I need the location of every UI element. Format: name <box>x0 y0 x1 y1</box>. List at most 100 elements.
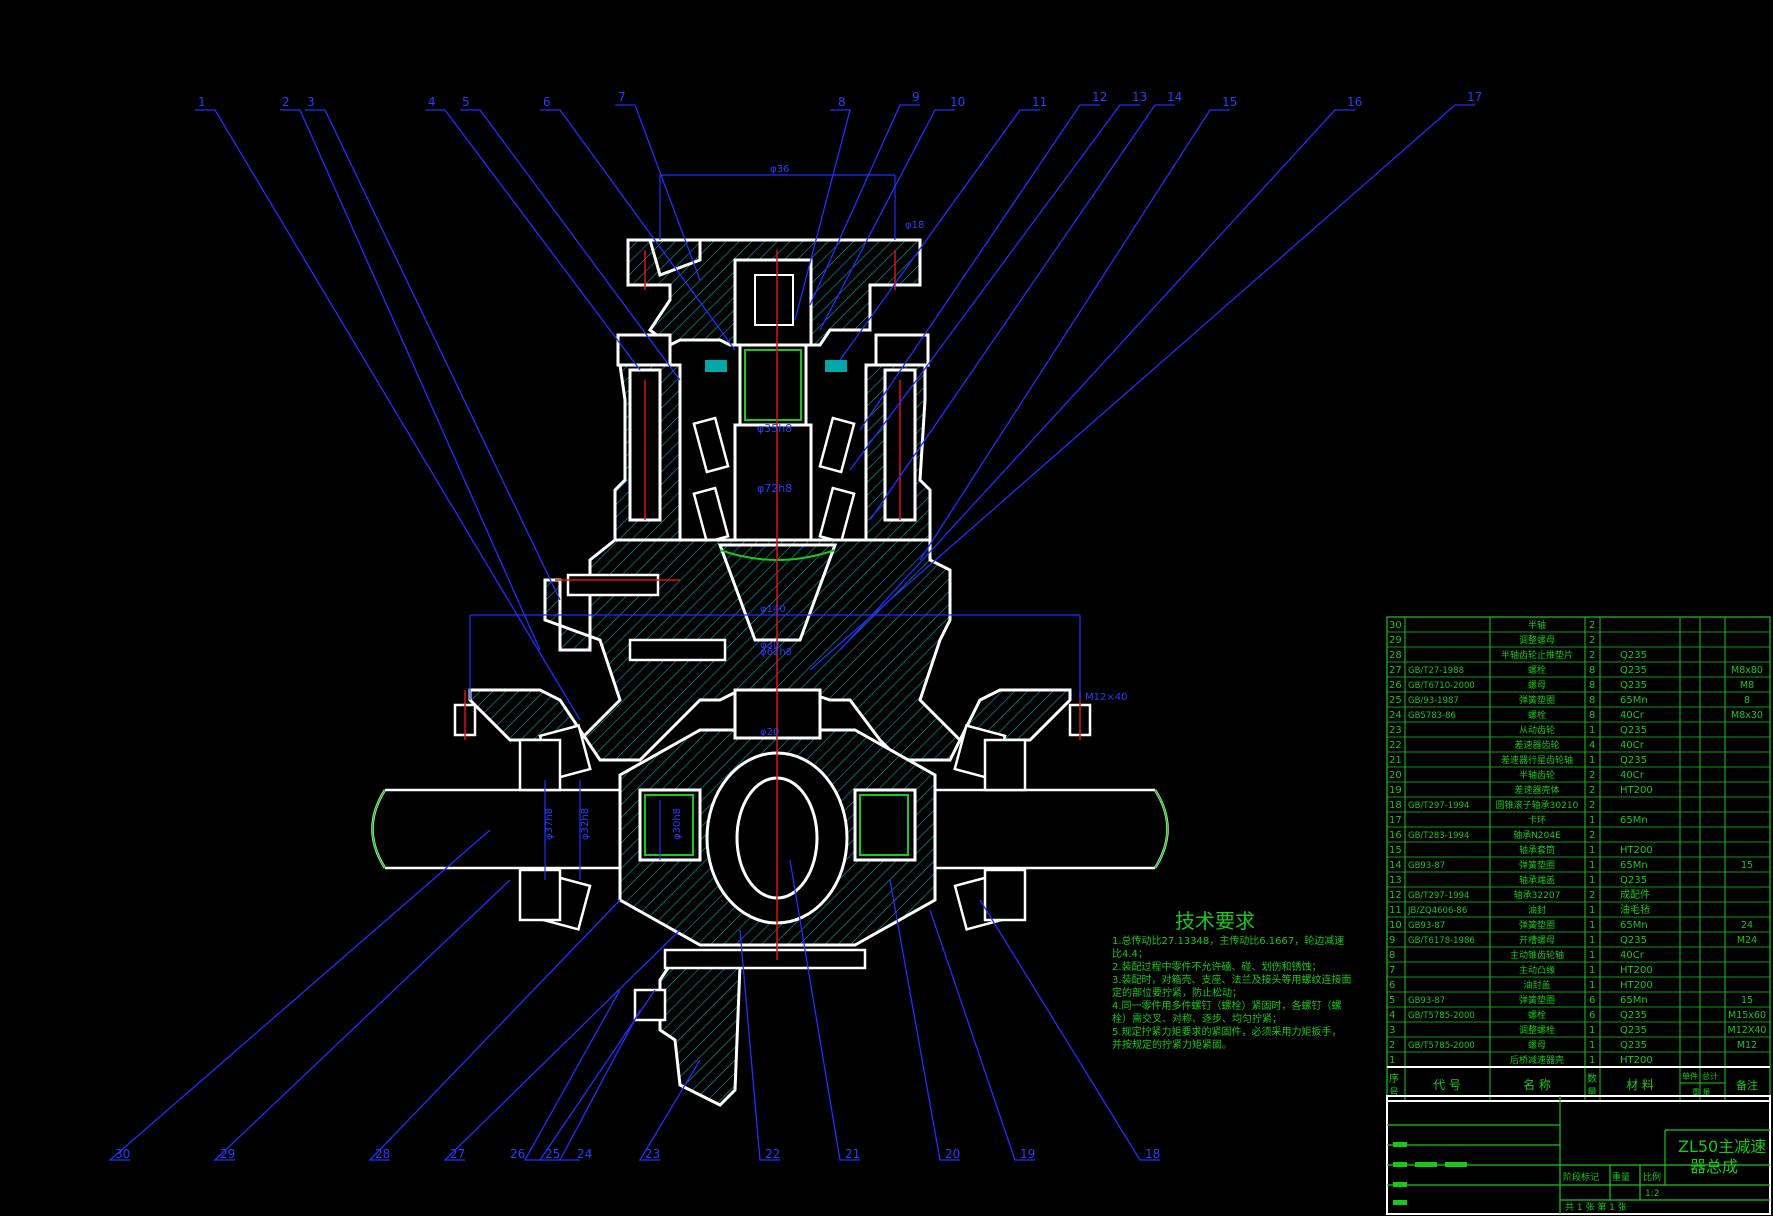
bom-code: GB/T27-1988 <box>1408 666 1464 676</box>
bom-note: M24 <box>1737 935 1757 946</box>
balloon-8: 8 <box>838 95 846 109</box>
dim-text: φ30h8 <box>672 808 683 840</box>
bom-code: GB93-87 <box>1408 861 1445 871</box>
bom-name: 从动齿轮 <box>1519 724 1555 736</box>
balloon-15: 15 <box>1222 95 1237 109</box>
bom-material: Q235 <box>1620 725 1647 736</box>
bom-qty: 4 <box>1589 740 1595 751</box>
bom-qty: 1 <box>1589 950 1595 961</box>
bom-header-code: 代 号 <box>1433 1078 1461 1092</box>
bom-no: 14 <box>1389 860 1402 871</box>
bom-material: Q235 <box>1620 680 1647 691</box>
bom-qty: 1 <box>1589 920 1595 931</box>
bom-code: GB5783-86 <box>1408 711 1456 721</box>
left-half-shaft <box>371 788 640 870</box>
bom-material: Q235 <box>1620 875 1647 886</box>
bom-name: 后桥减速器壳 <box>1510 1054 1564 1066</box>
bom-name: 半轴齿轮止推垫片 <box>1501 649 1573 661</box>
bom-name: 轴承套筒 <box>1519 844 1555 856</box>
bom-no: 9 <box>1389 935 1395 946</box>
bom-no: 3 <box>1389 1025 1395 1036</box>
tech-line: 2.装配过程中零件不允许磕、碰、划伤和锈蚀； <box>1112 960 1322 973</box>
balloon-labels: 1 2 3 4 5 6 7 8 9 10 11 12 13 14 15 16 1… <box>115 90 1482 1161</box>
scale-value: 1:2 <box>1645 1189 1659 1199</box>
bom-header-unit: 单件 <box>1682 1071 1698 1081</box>
bom-name: 半轴齿轮 <box>1519 769 1555 781</box>
technical-requirements: 技术要求 1.总传动比27.13348，主传动比6.1667，轮边减速 比4.4… <box>1112 909 1352 1051</box>
balloon-27: 27 <box>450 1147 465 1161</box>
bom-no: 8 <box>1389 950 1395 961</box>
balloon-24: 24 <box>577 1147 592 1161</box>
bom-name: 轴承端盖 <box>1519 874 1555 886</box>
bom-name: 调整螺栓 <box>1519 1024 1555 1036</box>
balloon-19: 19 <box>1020 1147 1035 1161</box>
bom-qty: 2 <box>1589 785 1595 796</box>
bom-header-qty-2: 量 <box>1587 1087 1597 1099</box>
bom-name: 半轴 <box>1528 619 1546 631</box>
bom-material: 40Cr <box>1620 770 1645 781</box>
bom-no: 29 <box>1389 635 1402 646</box>
bom-no: 15 <box>1389 845 1402 856</box>
bom-name: 油封盖 <box>1523 979 1550 991</box>
balloon-25: 25 <box>545 1147 560 1161</box>
bom-header-no-2: 号 <box>1389 1087 1399 1099</box>
bom-no: 6 <box>1389 980 1395 991</box>
balloon-7: 7 <box>618 90 626 104</box>
bom-no: 11 <box>1389 905 1402 916</box>
balloon-22: 22 <box>765 1147 780 1161</box>
bom-qty: 1 <box>1589 845 1595 856</box>
balloon-9: 9 <box>912 90 920 104</box>
bom-no: 5 <box>1389 995 1395 1006</box>
bom-no: 18 <box>1389 800 1402 811</box>
tech-line: 定的部位要拧紧，防止松动； <box>1112 986 1242 999</box>
bom-note: 8 <box>1744 695 1750 706</box>
bom-no: 25 <box>1389 695 1402 706</box>
bom-note: M8x80 <box>1731 665 1763 676</box>
bom-name: 螺栓 <box>1528 1009 1546 1021</box>
bom-qty: 1 <box>1589 1055 1595 1066</box>
balloon-14: 14 <box>1167 90 1182 104</box>
dim-text: φ62h8 <box>760 647 792 658</box>
scale-label: 比例 <box>1643 1171 1661 1183</box>
bom-name: 轴承32207 <box>1514 889 1561 901</box>
dim-text: φ18 <box>905 220 924 231</box>
bom-material: Q235 <box>1620 755 1647 766</box>
bom-qty: 8 <box>1589 710 1595 721</box>
balloon-26: 26 <box>510 1147 525 1161</box>
bom-qty: 1 <box>1589 725 1595 736</box>
bom-qty: 8 <box>1589 665 1595 676</box>
bom-header-note: 备注 <box>1736 1078 1758 1092</box>
bom-material: HT200 <box>1620 1055 1653 1066</box>
bom-no: 4 <box>1389 1010 1395 1021</box>
tech-line: 并按规定的拧紧力矩紧固。 <box>1112 1038 1232 1051</box>
bom-material: 65Mn <box>1620 860 1648 871</box>
bom-qty: 1 <box>1589 815 1595 826</box>
bom-material: 65Mn <box>1620 815 1648 826</box>
housing-bolts <box>616 333 930 522</box>
bom-no: 7 <box>1389 965 1395 976</box>
bom-code: GB/T5785-2000 <box>1408 1041 1475 1051</box>
bom-code: GB/T5785-2000 <box>1408 1011 1475 1021</box>
bom-qty: 1 <box>1589 935 1595 946</box>
bom-name: 差速器壳体 <box>1514 784 1559 796</box>
dim-text: φ72h8 <box>757 482 792 495</box>
drawing-title-line2: 器总成 <box>1690 1157 1738 1176</box>
section-view <box>371 174 1169 1107</box>
bom-material: 40Cr <box>1620 710 1645 721</box>
bom-name: 差速器齿轮 <box>1514 739 1559 751</box>
bom-material: HT200 <box>1620 845 1653 856</box>
bom-name: 开槽螺母 <box>1519 934 1555 946</box>
title-block: ZL50主减速 器总成 阶段标记 重量 比例 1:2 共 1 张 第 1 张 <box>1386 1095 1771 1215</box>
bom-name: 圆锥滚子轴承30210 <box>1496 799 1579 811</box>
side-bearings <box>518 724 1027 931</box>
bom-qty: 2 <box>1589 650 1595 661</box>
dim-text: φ36 <box>770 164 789 175</box>
bom-qty: 1 <box>1589 1025 1595 1036</box>
bom-code: GB93-87 <box>1408 996 1445 1006</box>
balloon-28: 28 <box>375 1147 390 1161</box>
bom-code: JB/ZQ4606-86 <box>1407 906 1467 916</box>
bom-qty: 6 <box>1589 995 1595 1006</box>
bom-code: GB/T6710-2000 <box>1408 681 1475 691</box>
